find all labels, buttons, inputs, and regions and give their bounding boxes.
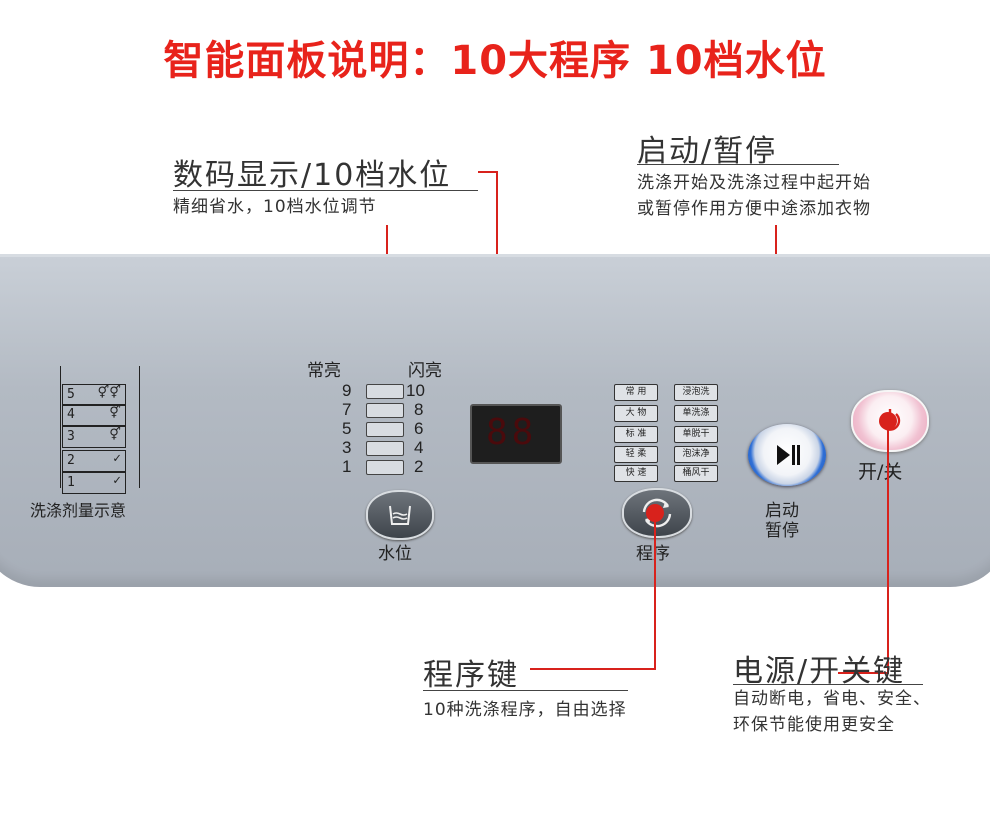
water-level-row: 1 2 bbox=[342, 457, 424, 476]
program-callout-underline bbox=[423, 690, 628, 691]
power-callout-underline bbox=[733, 684, 923, 685]
water-level-row: 9 10 bbox=[342, 381, 425, 400]
water-level-row: 3 4 bbox=[342, 438, 424, 457]
water-level-row: 5 6 bbox=[342, 419, 424, 438]
start-callout-underline bbox=[637, 164, 839, 165]
program-callout-title: 程序键 bbox=[423, 658, 519, 693]
detergent-level-2: 2✓ bbox=[62, 450, 126, 472]
power-callout-desc-1: 自动断电，省电、安全、 bbox=[733, 689, 931, 709]
program-item: 浸泡洗 bbox=[674, 384, 718, 401]
steady-label: 常亮 bbox=[307, 361, 341, 381]
start-callout-desc-1: 洗涤开始及洗涤过程中起开始 bbox=[637, 173, 871, 193]
water-level-icon bbox=[389, 505, 411, 525]
detergent-level-1: 1✓ bbox=[62, 472, 126, 494]
power-leader-v bbox=[887, 420, 889, 673]
water-leader-h bbox=[478, 171, 498, 173]
power-leader-dot bbox=[879, 412, 897, 430]
program-item: 桶风干 bbox=[674, 465, 718, 482]
program-item: 轻 柔 bbox=[614, 446, 658, 463]
water-level-button[interactable] bbox=[366, 490, 434, 540]
start-callout-desc-2: 或暂停作用方便中途添加衣物 bbox=[637, 199, 871, 219]
water-level-indicator: 9 10 7 8 5 6 3 4 1 2 bbox=[340, 381, 450, 481]
power-button-label: 开/关 bbox=[858, 461, 903, 483]
water-level-row: 7 8 bbox=[342, 400, 424, 419]
program-leader-dot bbox=[646, 504, 664, 522]
digital-display: 88 bbox=[470, 404, 562, 464]
power-leader-h bbox=[838, 672, 889, 674]
display-digits: 88 bbox=[486, 412, 538, 453]
start-pause-button[interactable] bbox=[748, 424, 826, 486]
play-pause-icon bbox=[777, 445, 800, 465]
program-leader-h bbox=[530, 668, 656, 670]
power-callout-desc-2: 环保节能使用更安全 bbox=[733, 715, 895, 735]
detergent-level-5: 5⚥⚥ bbox=[62, 384, 126, 406]
detergent-label: 洗涤剂量示意 bbox=[30, 501, 127, 520]
water-level-button-label: 水位 bbox=[378, 544, 412, 564]
flash-label: 闪亮 bbox=[408, 361, 442, 381]
program-item: 泡沫净 bbox=[674, 446, 718, 463]
program-callout-desc: 10种洗涤程序，自由选择 bbox=[423, 700, 627, 720]
detergent-guide bbox=[60, 366, 140, 488]
program-item: 常 用 bbox=[614, 384, 658, 401]
detergent-level-4: 4⚥ bbox=[62, 404, 126, 426]
detergent-level-3: 3⚥ bbox=[62, 426, 126, 448]
program-item: 大 物 bbox=[614, 405, 658, 422]
program-button-label: 程序 bbox=[636, 544, 670, 564]
program-item: 快 速 bbox=[614, 465, 658, 482]
water-callout-underline bbox=[173, 190, 478, 191]
program-item: 单洗涤 bbox=[674, 405, 718, 422]
water-level-callout-title: 数码显示/10档水位 bbox=[173, 158, 452, 193]
start-label-line2: 暂停 bbox=[765, 521, 799, 541]
power-callout-title: 电源/开关键 bbox=[733, 654, 906, 689]
program-item: 单脱干 bbox=[674, 426, 718, 443]
page-title: 智能面板说明：10大程序 10档水位 bbox=[163, 38, 827, 84]
start-callout-title: 启动/暂停 bbox=[637, 134, 778, 169]
program-item: 标 准 bbox=[614, 426, 658, 443]
program-leader-v bbox=[654, 510, 656, 670]
water-level-callout-desc: 精细省水，10档水位调节 bbox=[173, 197, 377, 217]
start-label-line1: 启动 bbox=[765, 501, 799, 521]
